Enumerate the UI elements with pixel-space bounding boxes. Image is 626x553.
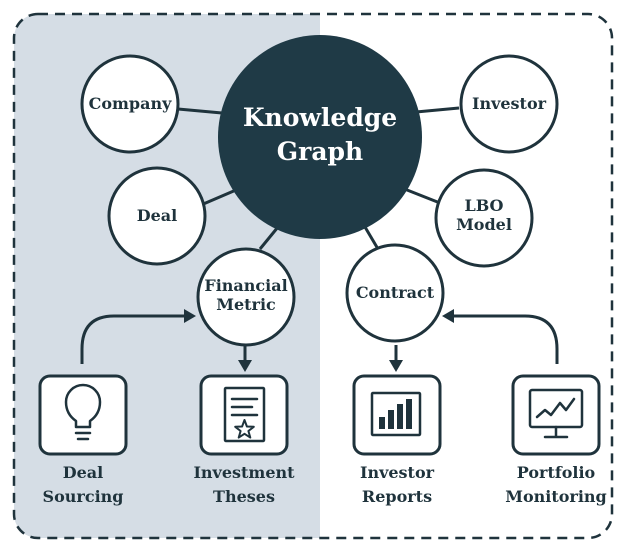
investment-theses-line2: Theses bbox=[213, 487, 275, 506]
investor-reports-caption: Investor Reports bbox=[337, 461, 457, 509]
deal-node bbox=[107, 166, 207, 266]
edge-metric-center bbox=[258, 226, 280, 250]
monitor-chart-icon bbox=[528, 388, 584, 439]
deal-sourcing-line1: Deal bbox=[62, 463, 104, 482]
bar-chart-icon bbox=[370, 391, 422, 437]
arrowhead-theses bbox=[238, 360, 252, 372]
lbo-model-label: LBO Model bbox=[436, 196, 532, 234]
investment-theses-caption: Investment Theses bbox=[184, 461, 304, 509]
knowledge-graph-node bbox=[218, 35, 422, 239]
investor-label: Investor bbox=[471, 94, 547, 113]
edge-investor-center bbox=[415, 106, 460, 114]
arrowhead-reports bbox=[389, 360, 403, 372]
arrow-monitoring-to-contract bbox=[452, 314, 559, 364]
document-star-icon bbox=[223, 386, 266, 443]
investor-reports-line2: Reports bbox=[361, 487, 433, 506]
portfolio-monitoring-line2: Monitoring bbox=[505, 487, 607, 506]
metric-line1: Financial bbox=[204, 276, 288, 295]
company-label: Company bbox=[88, 94, 172, 113]
contract-label: Contract bbox=[355, 283, 435, 302]
deal-sourcing-line2: Sourcing bbox=[42, 487, 124, 506]
portfolio-monitoring-caption: Portfolio Monitoring bbox=[491, 461, 621, 509]
center-line2: Graph bbox=[276, 136, 364, 166]
arrowhead-metric-left bbox=[184, 309, 196, 323]
financial-metric-label: Financial Metric bbox=[198, 276, 294, 314]
metric-line2: Metric bbox=[216, 295, 276, 315]
center-line1: Knowledge bbox=[242, 103, 398, 132]
lbo-line1: LBO bbox=[464, 196, 504, 215]
investor-node bbox=[459, 54, 559, 154]
investor-reports-line1: Investor bbox=[359, 463, 435, 482]
arrowhead-contract-right bbox=[442, 309, 454, 323]
deal-label: Deal bbox=[136, 206, 178, 225]
portfolio-monitoring-line1: Portfolio bbox=[516, 463, 596, 482]
investment-theses-line1: Investment bbox=[193, 463, 295, 482]
edge-lbo-center bbox=[401, 186, 441, 205]
contract-node bbox=[345, 243, 445, 343]
portfolio-monitoring-box bbox=[511, 374, 601, 456]
deal-sourcing-box bbox=[38, 374, 128, 456]
edge-contract-center bbox=[363, 226, 380, 250]
lbo-model-node bbox=[434, 168, 534, 268]
lbo-line2: Model bbox=[456, 215, 512, 235]
arrow-deal-sourcing-to-metric bbox=[80, 314, 186, 364]
edge-deal-center bbox=[200, 188, 237, 207]
company-node bbox=[80, 54, 180, 154]
dashed-frame bbox=[12, 12, 614, 540]
lightbulb-icon bbox=[64, 383, 102, 441]
edge-company-center bbox=[177, 107, 223, 115]
knowledge-graph-label: Knowledge Graph bbox=[220, 101, 420, 169]
deal-sourcing-caption: Deal Sourcing bbox=[23, 461, 143, 509]
